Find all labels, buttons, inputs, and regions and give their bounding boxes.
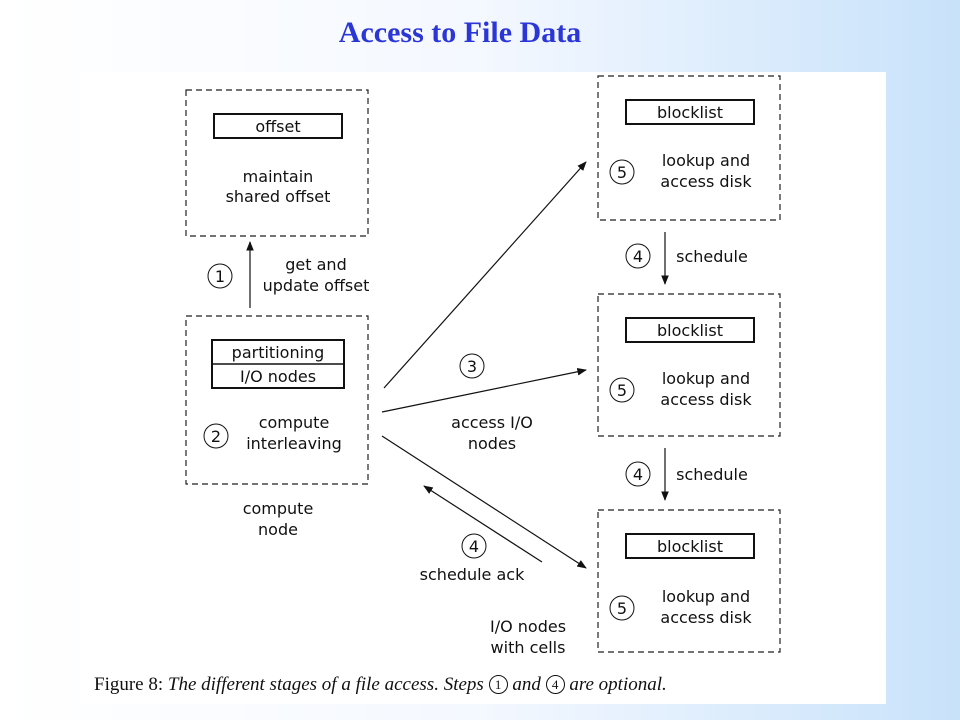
step-3: 3 access I/O nodes: [451, 353, 533, 453]
file-access-diagram: offset maintain shared offset 1 get and …: [185, 75, 781, 657]
step-1-circle: [207, 263, 233, 289]
figure: offset maintain shared offset 1 get and …: [80, 72, 886, 704]
schedule-2-num: 4: [633, 465, 643, 484]
step-5-circle-1: [609, 159, 635, 185]
io-node-2: blocklist 5 lookup and access disk: [597, 293, 781, 437]
blocklist-box-2: [625, 317, 755, 343]
offset-box: [213, 113, 343, 139]
step-5-circle-2: [609, 377, 635, 403]
schedule-step-2: 4 schedule: [625, 448, 748, 501]
arrow-schedule-ack: [423, 485, 543, 563]
schedule-ack-label: schedule ack: [420, 565, 525, 584]
offset-node: offset maintain shared offset: [185, 89, 369, 237]
blocklist-label-1: blocklist: [657, 103, 723, 122]
arrow-to-io-2: [381, 367, 587, 413]
io-node-3: blocklist 5 lookup and access disk: [597, 509, 781, 653]
step-5-num-1: 5: [617, 163, 627, 182]
step-2-circle: [203, 423, 229, 449]
caption-text-a: The different stages of a file access. S…: [167, 674, 484, 695]
schedule-ack-num: 4: [469, 537, 479, 556]
arrow-to-io-1: [383, 161, 587, 389]
offset-text-1: maintain: [243, 167, 314, 186]
blocklist-label-3: blocklist: [657, 537, 723, 556]
compute-text-1: compute: [259, 413, 330, 432]
schedule-1-num: 4: [633, 247, 643, 266]
figure-caption: Figure 8: The different stages of a file…: [94, 674, 884, 696]
io-text-3b: access disk: [660, 608, 752, 627]
step-3-num: 3: [467, 357, 477, 376]
io-caption-1: I/O nodes: [490, 617, 566, 636]
step-5-num-2: 5: [617, 381, 627, 400]
step-3-text-2: nodes: [468, 434, 516, 453]
io-text-1b: access disk: [660, 172, 752, 191]
schedule-step-1: 4 schedule: [625, 232, 748, 285]
step-3-text-1: access I/O: [451, 413, 533, 432]
io-text-3a: lookup and: [662, 587, 750, 606]
io-text-2b: access disk: [660, 390, 752, 409]
schedule-1-label: schedule: [676, 247, 748, 266]
io-node-1: blocklist 5 lookup and access disk: [597, 75, 781, 221]
step-5-num-3: 5: [617, 599, 627, 618]
step-2-num: 2: [211, 427, 221, 446]
caption-step-b: 4: [545, 675, 565, 694]
blocklist-box-3: [625, 533, 755, 559]
step-1-text-2: update offset: [263, 276, 370, 295]
compute-node: partitioning I/O nodes 2 compute interle…: [185, 315, 369, 539]
caption-step-a: 1: [488, 675, 508, 694]
partitioning-label: partitioning: [232, 343, 325, 362]
caption-text-c: are optional.: [569, 674, 667, 695]
caption-text-b: and: [512, 674, 541, 695]
arrow-to-io-3: [381, 435, 587, 569]
io-caption-2: with cells: [491, 638, 566, 657]
io-text-2a: lookup and: [662, 369, 750, 388]
blocklist-label-2: blocklist: [657, 321, 723, 340]
blocklist-box-1: [625, 99, 755, 125]
step-5-circle-3: [609, 595, 635, 621]
compute-caption-1: compute: [243, 499, 314, 518]
offset-text-2: shared offset: [226, 187, 331, 206]
io-nodes-label: I/O nodes: [240, 367, 316, 386]
step-1-text-1: get and: [285, 255, 346, 274]
step-1-num: 1: [215, 267, 225, 286]
compute-caption-2: node: [258, 520, 298, 539]
schedule-2-label: schedule: [676, 465, 748, 484]
compute-text-2: interleaving: [246, 434, 342, 453]
offset-box-label: offset: [255, 117, 300, 136]
io-text-1a: lookup and: [662, 151, 750, 170]
schedule-ack: 4 schedule ack: [420, 533, 525, 584]
step-1: 1 get and update offset: [207, 241, 370, 308]
caption-lead: Figure 8:: [94, 674, 164, 695]
slide-title: Access to File Data: [338, 16, 582, 49]
